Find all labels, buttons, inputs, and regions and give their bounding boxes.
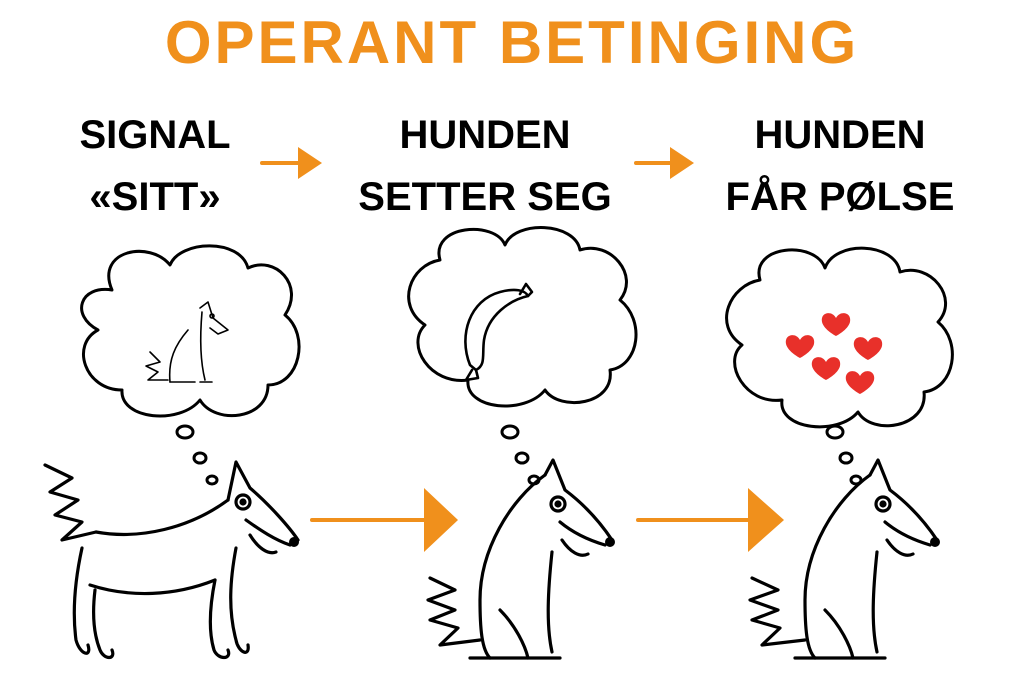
thought-bubble bbox=[205, 474, 219, 486]
thought-bubble bbox=[825, 424, 845, 440]
dog-nose bbox=[605, 537, 615, 547]
step-2-label: HUNDEN SETTER SEG bbox=[330, 104, 640, 228]
heart-icon bbox=[785, 335, 815, 358]
step-1-line-2: «SITT» bbox=[89, 175, 221, 219]
diagram-title: OPERANT BETINGING bbox=[164, 9, 860, 76]
dog-nose bbox=[930, 537, 940, 547]
thought-cloud-3 bbox=[725, 246, 954, 429]
thought-cloud-2 bbox=[407, 226, 638, 408]
step-1-line-1: SIGNAL bbox=[79, 113, 231, 157]
step-2-line-2: SETTER SEG bbox=[358, 175, 612, 219]
label-arrow-2 bbox=[634, 147, 694, 179]
heart-icon bbox=[811, 357, 841, 380]
thought-bubble bbox=[838, 451, 854, 465]
standing-dog bbox=[43, 460, 300, 660]
sitting-dog-icon bbox=[145, 301, 229, 383]
step-2-line-1: HUNDEN bbox=[399, 113, 571, 157]
step-3-line-1: HUNDEN bbox=[754, 113, 926, 157]
thought-bubble bbox=[514, 451, 530, 465]
thought-bubble bbox=[175, 424, 195, 440]
sausage-icon bbox=[464, 282, 534, 382]
dog-arrow-1 bbox=[310, 488, 458, 552]
step-3-line-2: FÅR PØLSE bbox=[725, 175, 955, 219]
dog-nose bbox=[289, 537, 299, 547]
hearts-icon bbox=[785, 313, 883, 394]
sitting-dog bbox=[748, 458, 939, 660]
dog-arrow-2 bbox=[636, 488, 784, 552]
step-3-label: HUNDEN FÅR PØLSE bbox=[690, 104, 990, 228]
step-1-label: SIGNAL «SITT» bbox=[40, 104, 270, 228]
thought-bubble bbox=[500, 424, 520, 440]
sitting-dog bbox=[426, 458, 614, 660]
heart-icon bbox=[845, 371, 875, 394]
heart-icon bbox=[853, 337, 883, 360]
thought-bubble bbox=[192, 451, 208, 465]
thought-cloud-1 bbox=[80, 244, 301, 418]
label-arrow-1 bbox=[260, 147, 322, 179]
heart-icon bbox=[821, 313, 851, 336]
